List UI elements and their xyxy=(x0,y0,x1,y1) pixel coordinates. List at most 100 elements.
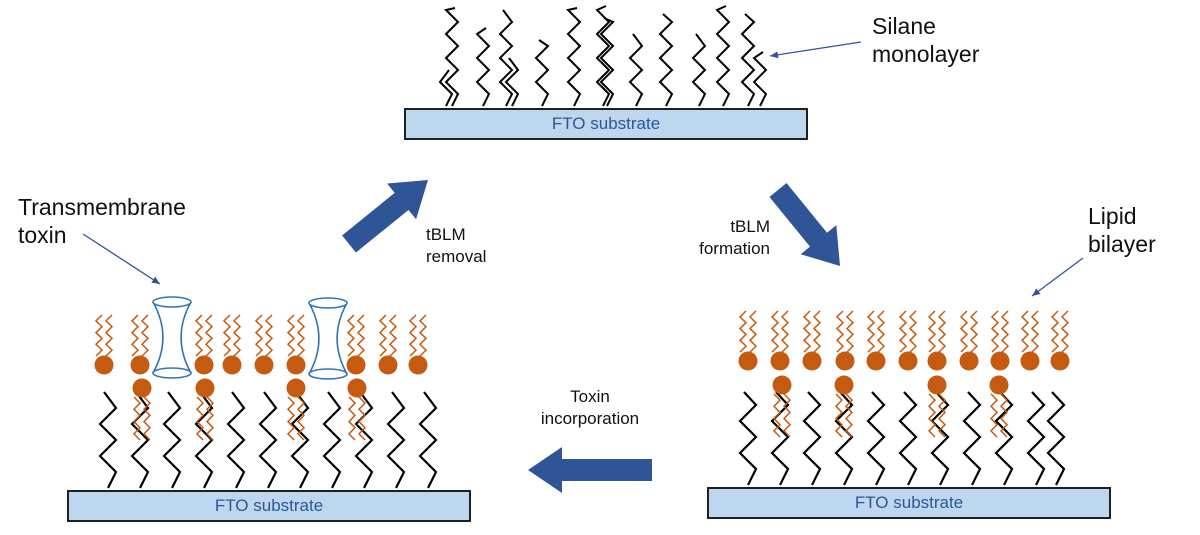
silane-chain xyxy=(595,5,611,107)
pointer-toxin xyxy=(82,233,161,285)
toxin-pore-bottom xyxy=(152,367,192,379)
lipid-head xyxy=(738,351,758,371)
lipid-tail xyxy=(130,314,140,357)
tether-chain xyxy=(418,391,438,489)
lipid-head xyxy=(1020,351,1040,371)
silane-chain xyxy=(752,51,768,107)
silane-chain xyxy=(658,13,674,107)
tether-chain xyxy=(162,391,182,489)
tether-chain xyxy=(130,391,150,489)
lipid-tail xyxy=(204,314,214,357)
tether-chain xyxy=(802,391,822,486)
tether-chain xyxy=(354,391,374,489)
silane-chain xyxy=(534,39,550,107)
lipid-tail xyxy=(802,310,812,353)
tether-chain xyxy=(258,391,278,489)
lipid-head xyxy=(927,375,947,395)
silane-chain xyxy=(628,33,644,107)
lipid-tail xyxy=(194,314,204,357)
lipid-head xyxy=(130,355,150,375)
lipid-head xyxy=(132,378,152,398)
lipid-tail xyxy=(835,310,845,353)
lipid-head xyxy=(94,355,114,375)
lipid-tail xyxy=(959,310,969,353)
lipid-tail xyxy=(296,314,306,357)
lipid-tail xyxy=(286,396,296,441)
silane-chain xyxy=(566,7,582,107)
lipid-head xyxy=(194,355,214,375)
lipid-tail xyxy=(969,310,979,353)
lipid-tail xyxy=(254,314,264,357)
toxin-pore-wall xyxy=(152,301,164,374)
silane-chain xyxy=(504,57,520,107)
lipid-head xyxy=(898,351,918,371)
lipid-head xyxy=(1050,351,1070,371)
silane-monolayer-label: Silane monolayer xyxy=(872,13,980,67)
substrate-left-label: FTO substrate xyxy=(214,496,324,515)
silane-chain xyxy=(740,13,756,107)
tether-chain xyxy=(898,391,918,486)
lipid-tail xyxy=(222,314,232,357)
lipid-tail xyxy=(286,314,296,357)
lipid-head xyxy=(347,378,367,398)
lipid-tail xyxy=(772,393,782,438)
lipid-head xyxy=(802,351,822,371)
arrow-toxin-incorporation xyxy=(528,447,652,493)
lipid-head xyxy=(286,378,306,398)
lipid-tail xyxy=(937,393,947,438)
toxin-pore-wall xyxy=(308,302,320,375)
silane-chain xyxy=(444,7,460,107)
lipid-tail xyxy=(937,310,947,353)
lipid-head xyxy=(286,355,306,375)
lipid-tail xyxy=(356,314,366,357)
pointer-lipid-head xyxy=(1032,288,1041,296)
lipid-head xyxy=(254,355,274,375)
lipid-tail xyxy=(927,310,937,353)
lipid-tail xyxy=(1050,310,1060,353)
silane-chain xyxy=(691,33,707,107)
lipid-head xyxy=(770,351,790,371)
lipid-head xyxy=(834,375,854,395)
lipid-head xyxy=(378,355,398,375)
lipid-tail xyxy=(748,310,758,353)
tether-chain xyxy=(98,391,118,489)
lipid-tail xyxy=(738,310,748,353)
lipid-tail xyxy=(347,396,357,441)
pointer-toxin-head xyxy=(151,276,160,284)
lipid-head xyxy=(222,355,242,375)
toxin-incorporation-label: Toxin incorporation xyxy=(540,387,640,428)
lipid-tail xyxy=(1000,310,1010,353)
lipid-tail xyxy=(844,393,854,438)
lipid-tail xyxy=(94,314,104,357)
tether-chain xyxy=(866,391,886,486)
pointer-silane xyxy=(769,41,862,57)
lipid-tail xyxy=(142,396,152,441)
toxin-pore-top xyxy=(308,297,348,309)
pointer-silane-head xyxy=(770,51,779,59)
lipid-tail xyxy=(205,396,215,441)
toxin-pore-top xyxy=(152,296,192,308)
tether-chain xyxy=(738,391,758,486)
pointer-lipid xyxy=(1031,257,1084,297)
lipid-tail xyxy=(104,314,114,357)
lipid-head xyxy=(990,351,1010,371)
tether-chain xyxy=(770,391,790,486)
lipid-tail xyxy=(1030,310,1040,353)
silane-chain xyxy=(475,27,491,107)
lipid-tail xyxy=(770,310,780,353)
tether-chain xyxy=(834,391,854,486)
lipid-tail xyxy=(388,314,398,357)
lipid-tail xyxy=(812,310,822,353)
lipid-tail xyxy=(866,310,876,353)
lipid-tail xyxy=(780,310,790,353)
lipid-head xyxy=(772,375,792,395)
substrate-top: FTO substrate xyxy=(404,108,808,140)
transmembrane-toxin-label: Transmembrane toxin xyxy=(18,194,186,248)
tblm-formation-label: tBLM formation xyxy=(699,217,770,258)
lipid-head xyxy=(959,351,979,371)
lipid-tail xyxy=(989,393,999,438)
tether-chain xyxy=(1026,391,1046,486)
arrow-tblm-formation xyxy=(769,183,840,266)
